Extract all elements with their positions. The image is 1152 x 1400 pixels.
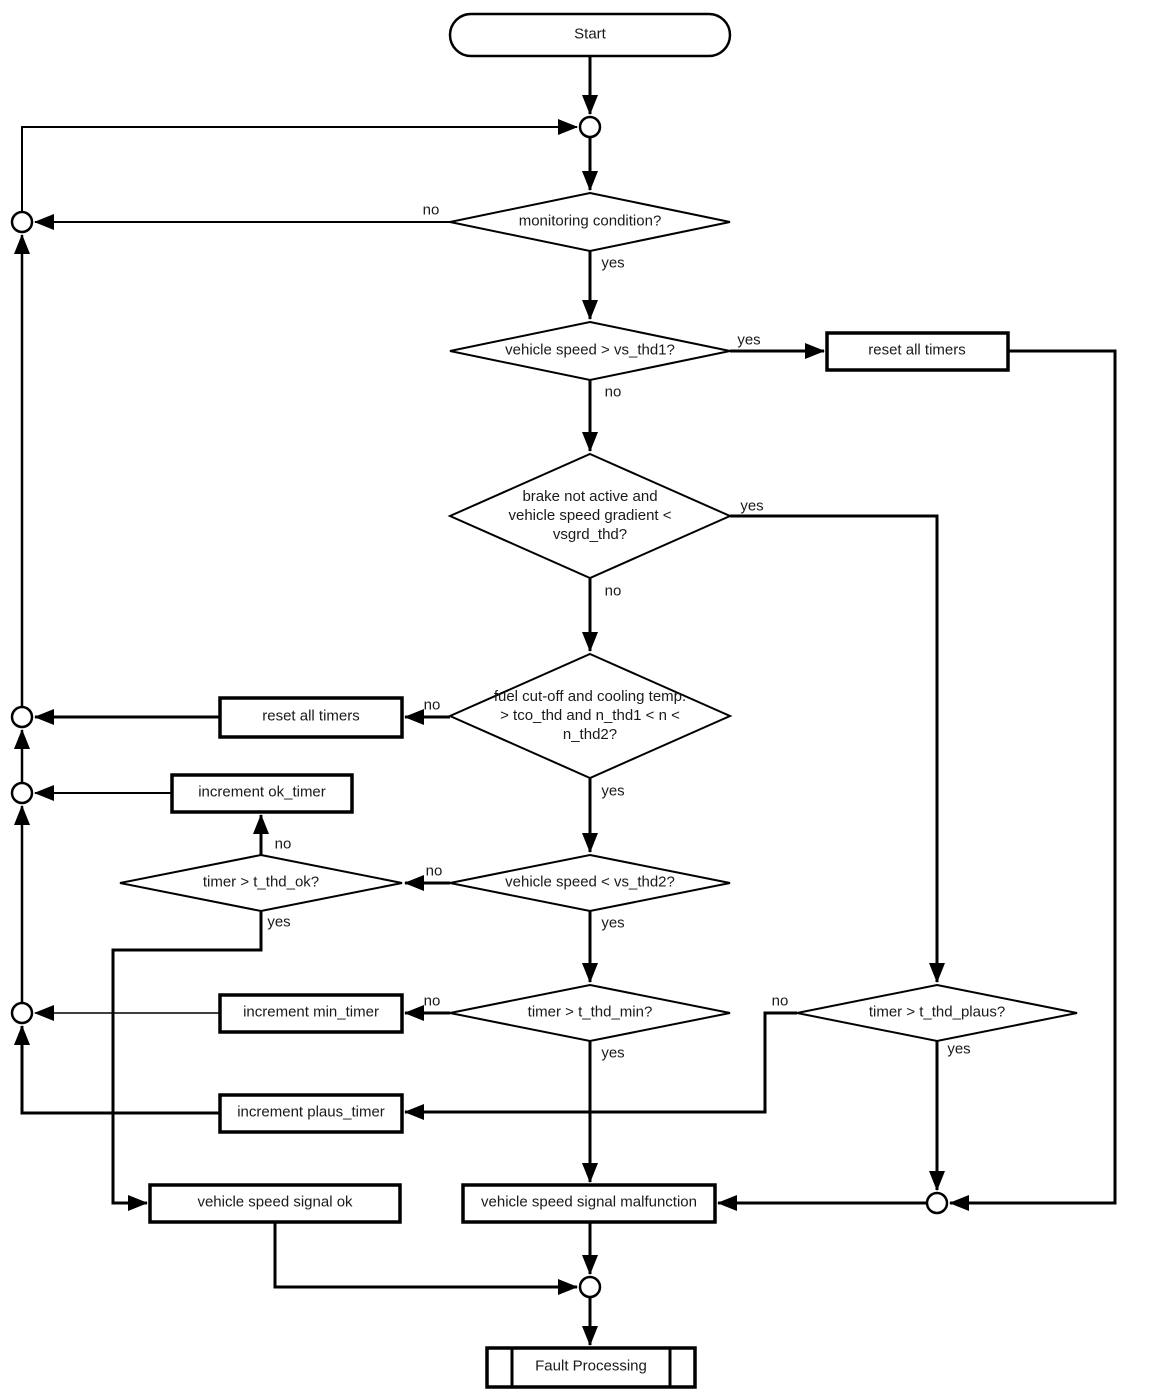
branch-label-monitoring-no: no [422,201,440,219]
predefined-fault-processing-shape [485,1346,697,1389]
process-signal-malfunction-shape [461,1183,717,1224]
junction-left-c2 [10,705,34,729]
predefined-fault-processing-label: Fault Processing [535,1357,647,1375]
branch-label-t-thd-ok-no: no [274,835,292,853]
edge-t-thd-plaus-no [404,1011,797,1120]
decision-monitoring-shape [449,191,731,253]
decision-fuel-shape [447,652,733,780]
process-increment-ok-label: increment ok_timer [198,783,326,801]
process-increment-min-label: increment min_timer [243,1003,379,1021]
edge-t-thd-ok-yes [111,911,263,1211]
branch-label-brake-yes: yes [740,497,764,515]
process-signal-ok-shape [148,1183,402,1224]
decision-fuel-label: fuel cut-off and cooling temp. > tco_thd… [493,687,687,743]
branch-label-t-thd-ok-yes: yes [267,913,291,931]
junction-left-c4 [10,1001,34,1025]
decision-t-thd-ok-label: timer > t_thd_ok? [202,873,320,891]
branch-label-vs-thd1-no: no [604,383,622,401]
process-reset-timers-right-shape [825,331,1010,372]
process-signal-ok-label: vehicle speed signal ok [197,1193,353,1211]
branch-label-t-thd-min-no: no [423,992,441,1010]
branch-label-fuel-yes: yes [601,782,625,800]
decision-t-thd-min-shape [449,983,731,1043]
process-increment-plaus-label: increment plaus_timer [237,1103,385,1121]
start-terminator-shape [448,12,732,58]
edge-reset-right-to-bottom-junction [949,349,1117,1211]
process-signal-malfunction-label: vehicle speed signal malfunction [481,1193,697,1211]
process-reset-timers-right-label: reset all timers [868,341,966,359]
decision-t-thd-min-label: timer > t_thd_min? [527,1003,653,1021]
branch-label-vs-thd2-yes: yes [601,914,625,932]
edge-increment-plaus-to-rail [13,1025,220,1115]
branch-label-vs-thd1-yes: yes [737,331,761,349]
junction-right-bottom [925,1191,949,1215]
decision-brake-label: brake not active and vehicle speed gradi… [508,487,672,543]
decision-vs-thd2-shape [449,853,731,913]
decision-t-thd-plaus-label: timer > t_thd_plaus? [868,1003,1006,1021]
junction-left-c3 [10,781,34,805]
branch-label-monitoring-yes: yes [601,254,625,272]
decision-vs-thd2-label: vehicle speed < vs_thd2? [505,873,675,891]
branch-label-fuel-no: no [423,696,441,714]
junction-bottom [578,1275,602,1299]
decision-t-thd-plaus-shape [796,983,1078,1043]
branch-label-t-thd-plaus-no: no [771,992,789,1010]
junction-top [578,115,602,139]
branch-label-brake-no: no [604,582,622,600]
decision-t-thd-ok-shape [119,853,403,913]
edge-brake-yes [730,514,945,983]
start-label: Start [574,25,606,43]
process-reset-timers-left-label: reset all timers [262,707,360,725]
decision-vs-thd1-shape [449,320,731,382]
branch-label-vs-thd2-no: no [425,862,443,880]
branch-label-t-thd-min-yes: yes [601,1044,625,1062]
junction-left-c1 [10,210,34,234]
process-increment-plaus-shape [218,1093,404,1134]
process-increment-ok-shape [170,773,354,814]
edge-signal-ok-to-junction [273,1222,578,1295]
branch-label-t-thd-plaus-yes: yes [947,1040,971,1058]
process-reset-timers-left-shape [218,696,404,739]
decision-monitoring-label: monitoring condition? [518,212,662,230]
process-increment-min-shape [218,993,404,1034]
edge-left-rail-to-top-junction [21,119,578,211]
decision-vs-thd1-label: vehicle speed > vs_thd1? [505,341,675,359]
decision-brake-shape [447,452,733,580]
